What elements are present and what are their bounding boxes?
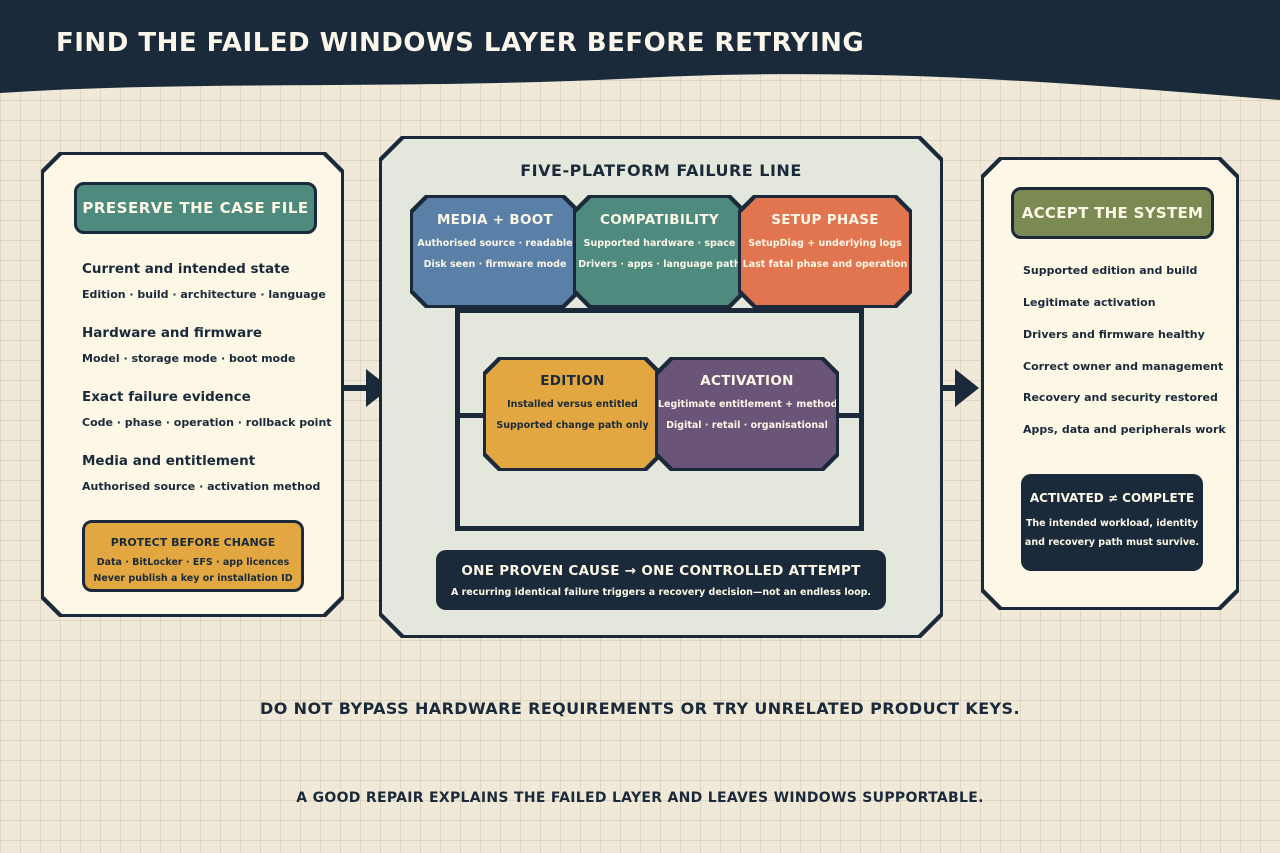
section-detail: Code · phase · operation · rollback poin… <box>82 416 332 429</box>
node-line: Supported hardware · space <box>583 238 736 249</box>
node-activation: ACTIVATION Legitimate entitlement + meth… <box>655 357 839 471</box>
protect-before-change-box: PROTECT BEFORE CHANGE Data · BitLocker ·… <box>82 520 304 592</box>
activated-not-complete-box: ACTIVATED ≠ COMPLETE The intended worklo… <box>1021 474 1203 571</box>
section-detail: Edition · build · architecture · languag… <box>82 288 326 301</box>
case-file-panel: PRESERVE THE CASE FILE Current and inten… <box>41 152 344 617</box>
accept-system-heading: ACCEPT THE SYSTEM <box>1011 187 1214 239</box>
acceptance-item: Apps, data and peripherals work <box>1023 423 1226 436</box>
closing-footer: A GOOD REPAIR EXPLAINS THE FAILED LAYER … <box>296 790 984 806</box>
proven-subtitle: A recurring identical failure triggers a… <box>450 587 872 598</box>
proven-cause-banner: ONE PROVEN CAUSE → ONE CONTROLLED ATTEMP… <box>436 550 886 610</box>
node-title: EDITION <box>540 373 605 389</box>
section-title: Media and entitlement <box>82 453 256 469</box>
acceptance-item: Supported edition and build <box>1023 264 1198 277</box>
node-line: Digital · retail · organisational <box>666 420 828 431</box>
protect-title: PROTECT BEFORE CHANGE <box>110 536 276 549</box>
activated-line: The intended workload, identity <box>1025 518 1199 529</box>
protect-line: Data · BitLocker · EFS · app licences <box>96 557 290 568</box>
acceptance-item: Legitimate activation <box>1023 296 1156 309</box>
section-detail: Authorised source · activation method <box>82 480 321 493</box>
case-section-media: Media and entitlement Authorised source … <box>82 453 320 493</box>
node-line: Authorised source · readable <box>417 238 573 249</box>
section-title: Exact failure evidence <box>82 389 251 405</box>
section-title: Hardware and firmware <box>82 325 263 341</box>
right-arrow-icon <box>955 369 979 407</box>
node-title: COMPATIBILITY <box>600 212 719 228</box>
node-edition: EDITION Installed versus entitled Suppor… <box>483 357 662 471</box>
node-title: MEDIA + BOOT <box>436 212 554 228</box>
acceptance-item: Drivers and firmware healthy <box>1023 328 1205 341</box>
activated-title: ACTIVATED ≠ COMPLETE <box>1029 491 1195 505</box>
node-line: Drivers · apps · language path <box>578 259 741 270</box>
accept-system-panel: ACCEPT THE SYSTEM Supported edition and … <box>981 157 1239 610</box>
activated-line: and recovery path must survive. <box>1024 537 1200 548</box>
node-title: SETUP PHASE <box>771 212 879 228</box>
right-arrow-shaft <box>939 385 959 391</box>
case-section-evidence: Exact failure evidence Code · phase · op… <box>82 389 332 429</box>
left-arrow-shaft <box>341 385 369 391</box>
failure-line-title: FIVE-PLATFORM FAILURE LINE <box>520 161 802 180</box>
node-line: Legitimate entitlement + method <box>658 399 838 410</box>
proven-title: ONE PROVEN CAUSE → ONE CONTROLLED ATTEMP… <box>461 563 861 579</box>
acceptance-item: Recovery and security restored <box>1023 391 1218 404</box>
node-line: SetupDiag + underlying logs <box>748 238 902 249</box>
case-section-state: Current and intended state Edition · bui… <box>82 261 326 301</box>
node-line: Disk seen · firmware mode <box>423 259 567 270</box>
warning-footer: DO NOT BYPASS HARDWARE REQUIREMENTS OR T… <box>260 699 1020 718</box>
acceptance-item: Correct owner and management <box>1023 360 1224 373</box>
node-setup-phase: SETUP PHASE SetupDiag + underlying logs … <box>738 195 912 308</box>
page-title: FIND THE FAILED WINDOWS LAYER BEFORE RET… <box>56 28 865 58</box>
node-title: ACTIVATION <box>700 373 794 389</box>
node-line: Last fatal phase and operation <box>742 259 908 270</box>
node-compatibility: COMPATIBILITY Supported hardware · space… <box>573 195 746 308</box>
connector-stub-right <box>833 413 864 418</box>
header-banner <box>0 0 1280 100</box>
node-line: Supported change path only <box>496 420 649 431</box>
case-file-heading: PRESERVE THE CASE FILE <box>74 182 317 234</box>
node-media-boot: MEDIA + BOOT Authorised source · readabl… <box>410 195 580 308</box>
connector-stub-left <box>455 413 489 418</box>
case-section-hardware: Hardware and firmware Model · storage mo… <box>82 325 295 365</box>
section-title: Current and intended state <box>82 261 290 277</box>
section-detail: Model · storage mode · boot mode <box>82 352 296 365</box>
node-line: Installed versus entitled <box>507 399 638 410</box>
protect-line: Never publish a key or installation ID <box>93 573 293 584</box>
layer-connector <box>455 308 864 531</box>
